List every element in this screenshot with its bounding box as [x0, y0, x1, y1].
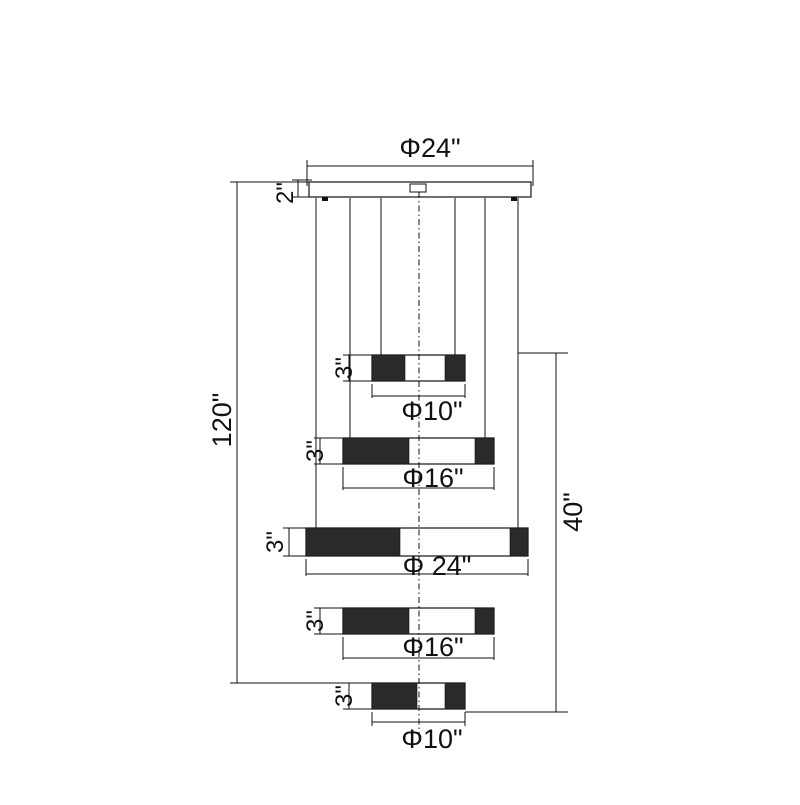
canopy-connector [409, 183, 427, 193]
tier-3-height-label: 3" [262, 531, 289, 553]
tier-1-height-label: 3" [331, 357, 358, 379]
tier-4-height-label: 3" [302, 610, 329, 632]
tier-5-diameter-label: Φ10" [401, 724, 462, 754]
canopy [308, 181, 532, 201]
tier-3: 3" Φ 24" [262, 527, 529, 581]
suspension-wires [315, 192, 519, 740]
tier-2: 3" Φ16" [302, 437, 495, 493]
tier-5-height-label: 3" [331, 685, 358, 707]
tier-3-diameter-label: Φ 24" [403, 551, 472, 581]
canopy-screw-left [322, 197, 328, 201]
tier-4-diameter-label: Φ16" [402, 632, 463, 662]
canopy-diameter-label: Φ24" [399, 133, 460, 163]
tier-2-diameter-label: Φ16" [402, 463, 463, 493]
canopy-height-label: 2" [272, 182, 299, 204]
tier-1: 3" Φ10" [331, 354, 466, 426]
overall-height-label: 120" [207, 393, 237, 448]
canopy-diameter-dimension: Φ24" [306, 133, 534, 186]
tier-span-label: 40" [558, 492, 588, 532]
tier-4: 3" Φ16" [302, 607, 495, 662]
canopy-screw-right [511, 197, 517, 201]
tier-1-diameter-label: Φ10" [401, 396, 462, 426]
tier-2-height-label: 3" [302, 440, 329, 462]
overall-height-dimension: 120" [207, 181, 372, 684]
tier-5: 3" Φ10" [331, 682, 466, 754]
canopy-height-dimension: 2" [272, 179, 312, 204]
tier-span-dimension: 40" [465, 352, 588, 713]
canopy-plate [308, 181, 532, 198]
